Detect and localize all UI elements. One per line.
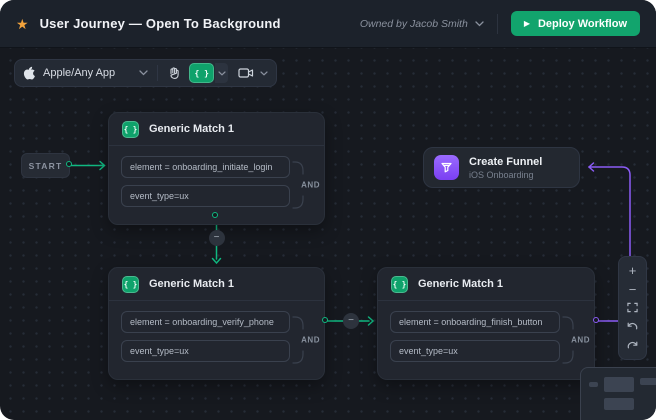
port-start-output[interactable]: [65, 161, 72, 167]
match-node-3-body: element = onboarding_finish_button event…: [378, 301, 594, 379]
funnel-icon: [434, 155, 459, 180]
favorite-star-icon[interactable]: ★: [16, 15, 29, 32]
match-node-3-title: Generic Match 1: [418, 278, 503, 290]
edge-collapse-button[interactable]: −: [343, 313, 359, 329]
node-divider: [109, 300, 324, 301]
hand-icon: [167, 66, 181, 80]
funnel-node-subtitle: iOS Onboarding: [469, 169, 534, 180]
toolbar-divider: [157, 65, 159, 81]
port-match1-output[interactable]: [212, 211, 218, 218]
and-operator: AND: [292, 314, 320, 366]
record-tool-chevron[interactable]: [260, 70, 268, 76]
edge-match3-arrowhead: [367, 316, 375, 326]
port-match2-output[interactable]: [321, 316, 328, 323]
chevron-down-icon: [139, 70, 148, 76]
funnel-node-title: Create Funnel: [469, 155, 543, 168]
code-match-tool-button[interactable]: { }: [189, 63, 215, 83]
record-tool-group: [238, 67, 268, 79]
match-node-2-body: element = onboarding_verify_phone event_…: [109, 301, 324, 379]
match-node-1[interactable]: { } Generic Match 1 element = onboarding…: [108, 112, 325, 225]
minimap[interactable]: [580, 367, 656, 420]
play-icon: ▶: [523, 18, 530, 28]
match-node-1-body: element = onboarding_initiate_login even…: [109, 146, 324, 224]
app-selector-dropdown[interactable]: Apple/Any App: [23, 66, 148, 80]
edge-funnel-arrowhead: [587, 162, 595, 172]
and-bracket-icon: [292, 316, 304, 364]
condition-field[interactable]: event_type=ux: [121, 185, 290, 207]
minimap-node: [604, 377, 634, 392]
zoom-out-button[interactable]: −: [628, 281, 637, 297]
match-node-3-header: { } Generic Match 1: [378, 268, 594, 300]
page-title: User Journey — Open To Background: [39, 16, 281, 31]
pan-tool-button[interactable]: [167, 66, 181, 80]
canvas-controls-panel: + −: [618, 256, 647, 360]
start-node[interactable]: START: [21, 153, 70, 178]
owner-label: Owned by Jacob Smith: [359, 17, 468, 30]
top-bar-divider: [496, 13, 498, 34]
condition-field[interactable]: element = onboarding_initiate_login: [121, 156, 290, 178]
condition-field[interactable]: element = onboarding_finish_button: [390, 311, 560, 333]
edge-collapse-button[interactable]: −: [208, 230, 225, 246]
minimap-node: [640, 378, 656, 385]
funnel-node-text: Create Funnel iOS Onboarding: [469, 156, 542, 180]
top-bar: ★ User Journey — Open To Background Owne…: [0, 0, 656, 48]
and-operator: AND: [562, 314, 590, 366]
match-node-1-header: { } Generic Match 1: [109, 113, 324, 145]
record-tool-button[interactable]: [238, 67, 254, 79]
start-node-label: START: [28, 160, 63, 171]
edge-match2-arrowhead: [211, 257, 222, 265]
chevron-down-icon: [475, 20, 484, 27]
owner-menu[interactable]: Owned by Jacob Smith: [360, 18, 484, 30]
match-node-2-header: { } Generic Match 1: [109, 268, 324, 300]
zoom-in-button[interactable]: +: [628, 262, 637, 278]
and-bracket-icon: [292, 161, 304, 209]
match-node-2[interactable]: { } Generic Match 1 element = onboarding…: [108, 267, 325, 380]
video-camera-icon: [238, 67, 254, 79]
match-node-3[interactable]: { } Generic Match 1 element = onboarding…: [377, 267, 595, 380]
apple-logo-icon: [23, 66, 35, 80]
braces-icon: { }: [122, 275, 139, 293]
and-label: AND: [301, 180, 320, 190]
condition-field[interactable]: element = onboarding_verify_phone: [121, 311, 290, 333]
condition-field[interactable]: event_type=ux: [121, 340, 290, 362]
deploy-workflow-label: Deploy Workflow: [537, 17, 627, 30]
and-bracket-icon: [562, 316, 574, 364]
and-label: AND: [571, 335, 590, 345]
canvas-toolbar: Apple/Any App { }: [14, 59, 278, 87]
port-match3-output[interactable]: [592, 316, 599, 323]
match-node-2-title: Generic Match 1: [149, 278, 234, 290]
and-operator: AND: [292, 159, 320, 211]
match-node-1-title: Generic Match 1: [149, 123, 234, 135]
workflow-canvas[interactable]: Apple/Any App { }: [0, 48, 656, 420]
edge-start-arrowhead: [99, 160, 106, 171]
node-divider: [109, 145, 324, 146]
deploy-workflow-button[interactable]: ▶ Deploy Workflow: [510, 11, 640, 36]
create-funnel-node[interactable]: Create Funnel iOS Onboarding: [423, 147, 580, 188]
top-bar-right: Owned by Jacob Smith ▶ Deploy Workflow: [360, 11, 640, 36]
code-match-tool-group: { }: [189, 63, 229, 83]
and-label: AND: [301, 335, 320, 345]
undo-button[interactable]: [619, 318, 646, 336]
braces-icon: { }: [122, 120, 139, 138]
fit-view-button[interactable]: [619, 299, 646, 317]
condition-field[interactable]: event_type=ux: [390, 340, 560, 362]
minimap-node: [604, 398, 634, 410]
node-divider: [378, 300, 594, 301]
code-match-tool-chevron[interactable]: [215, 63, 229, 83]
minimap-node: [589, 382, 598, 387]
redo-button[interactable]: [619, 337, 646, 355]
braces-icon: { }: [391, 275, 408, 293]
app-selector-label: Apple/Any App: [43, 67, 116, 79]
